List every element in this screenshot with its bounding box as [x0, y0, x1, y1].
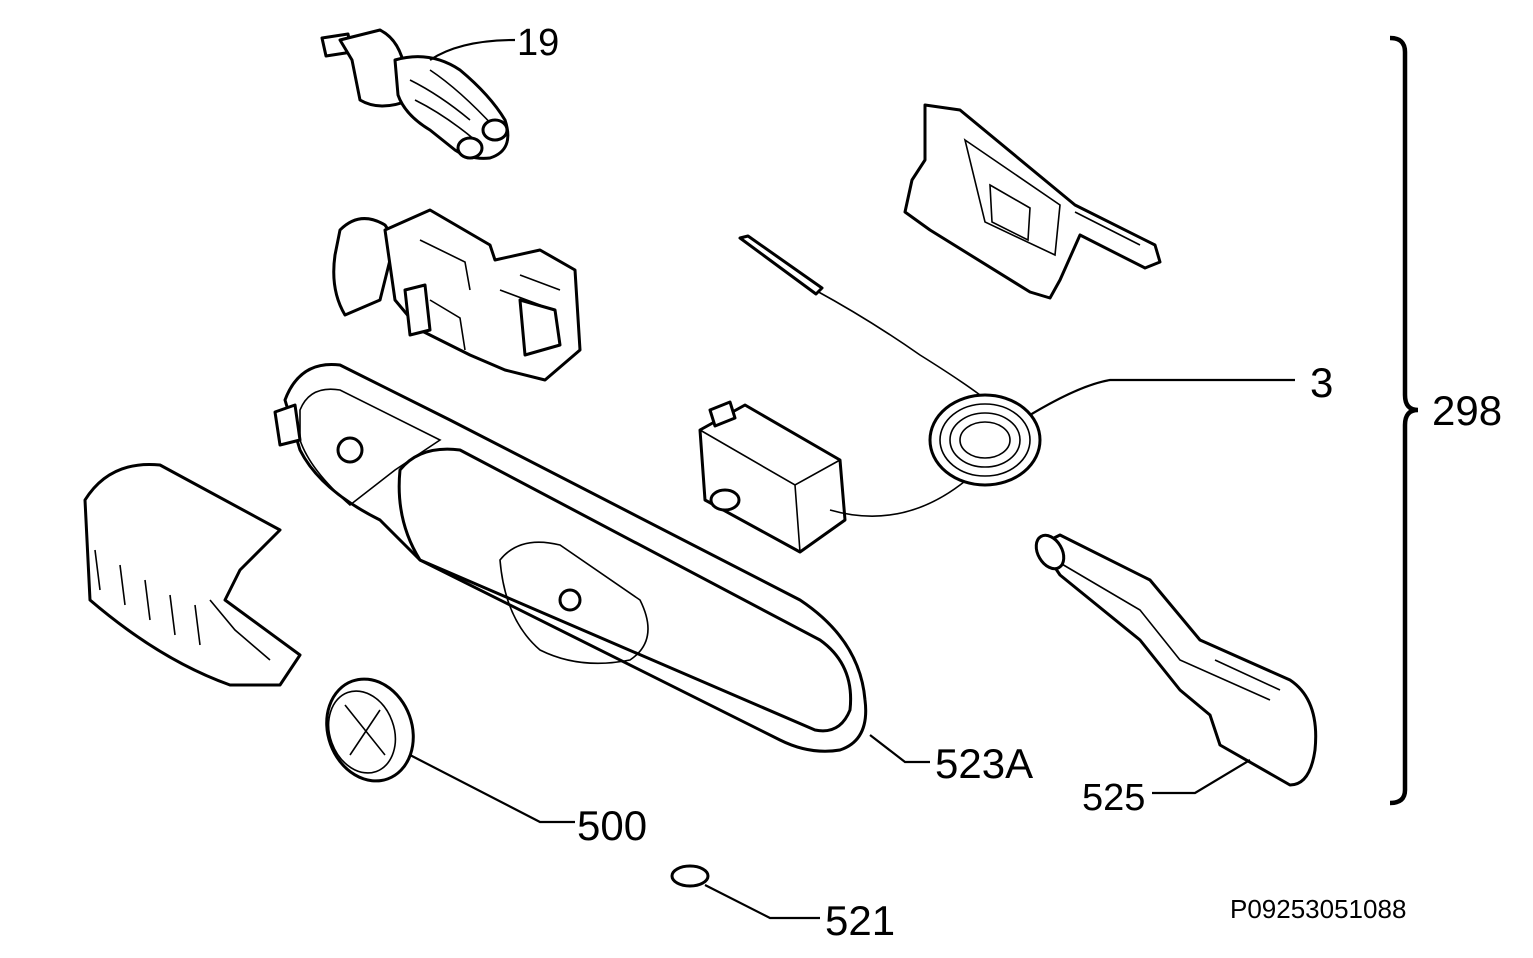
lamp-holder-part: [332, 208, 582, 382]
diffuser-part: [1034, 533, 1318, 787]
label-525: 525: [1082, 777, 1145, 819]
main-housing-part: [273, 362, 868, 753]
mounting-frame-part: [903, 103, 1162, 300]
leader-521: [704, 884, 820, 920]
leader-19: [429, 38, 516, 61]
leader-500: [409, 754, 575, 824]
leader-525: [1152, 759, 1251, 795]
label-521: 521: [825, 897, 895, 944]
lamp-cover-part: [83, 462, 302, 687]
lamp-part: [320, 28, 510, 160]
o-ring-part: [670, 864, 710, 888]
label-298: 298: [1432, 387, 1502, 434]
leader-3: [1029, 378, 1295, 416]
leader-523a: [869, 734, 930, 764]
drawing-code: P09253051088: [1230, 894, 1406, 924]
assembly-bracket: [1389, 35, 1419, 806]
knob-part: [325, 677, 415, 783]
label-19: 19: [517, 22, 559, 64]
label-500: 500: [577, 802, 647, 849]
thermostat-part: [698, 234, 1042, 554]
label-523a: 523A: [935, 740, 1033, 787]
label-3: 3: [1310, 359, 1333, 406]
